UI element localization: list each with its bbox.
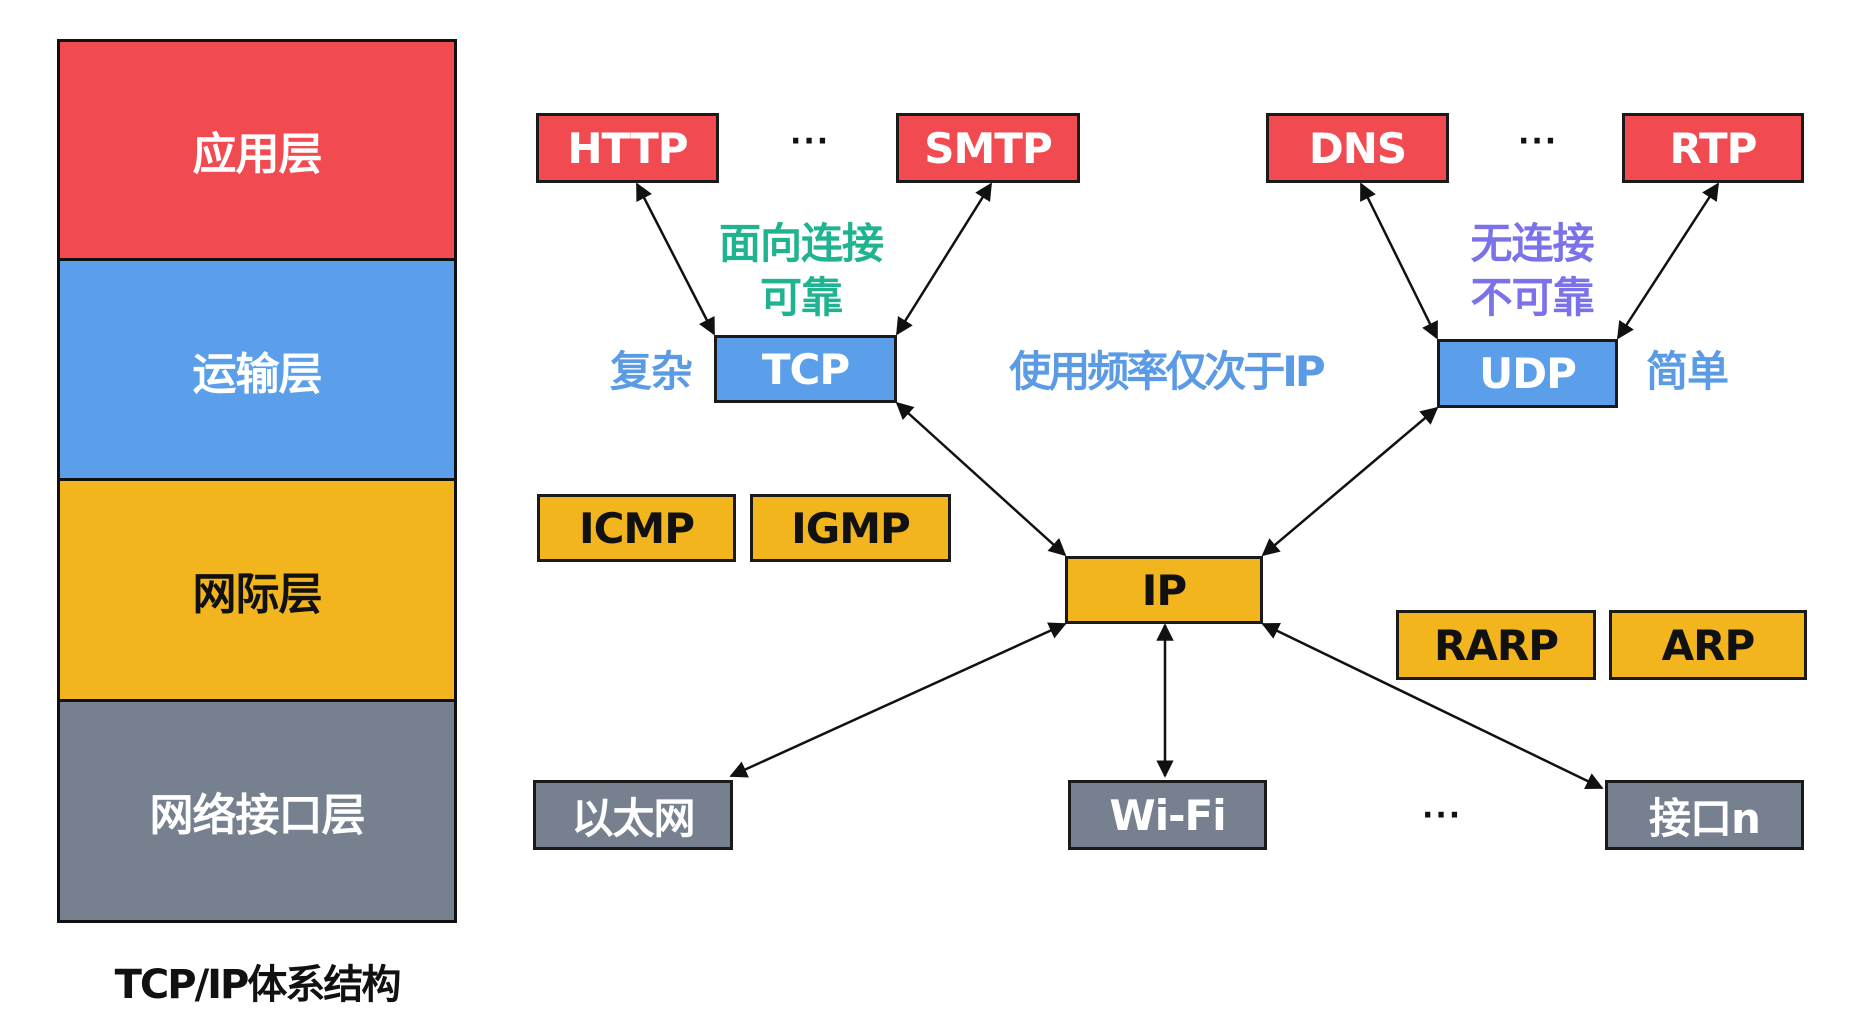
protocol-igmp: IGMP bbox=[750, 494, 951, 562]
protocol-smtp: SMTP bbox=[896, 113, 1080, 183]
tcp-annotation-complex: 复杂 bbox=[609, 347, 693, 396]
protocol-rarp-label: RARP bbox=[1434, 620, 1559, 670]
layer-application: 应用层 bbox=[57, 39, 457, 261]
protocol-rtp-label: RTP bbox=[1669, 123, 1758, 173]
layer-network-interface-label: 网络接口层 bbox=[149, 790, 366, 841]
protocol-ip-label: IP bbox=[1141, 565, 1187, 615]
protocol-dns-label: DNS bbox=[1308, 123, 1407, 173]
protocol-icmp-label: ICMP bbox=[578, 503, 695, 553]
arrow-udp-ip bbox=[1261, 406, 1439, 557]
layer-network-interface: 网络接口层 bbox=[57, 702, 457, 923]
protocol-rtp: RTP bbox=[1622, 113, 1804, 183]
protocol-udp-label: UDP bbox=[1479, 349, 1577, 398]
protocol-dns: DNS bbox=[1266, 113, 1449, 183]
layer-transport: 运输层 bbox=[57, 261, 457, 481]
arrow-tcp-ip bbox=[895, 401, 1067, 557]
protocol-rarp: RARP bbox=[1396, 610, 1596, 680]
layer-application-label: 应用层 bbox=[192, 129, 323, 180]
protocol-ip: IP bbox=[1065, 556, 1263, 624]
interface-n-label: 接口n bbox=[1649, 793, 1761, 843]
arrow-ip-interface-n bbox=[1261, 622, 1604, 790]
protocol-igmp-label: IGMP bbox=[791, 503, 911, 553]
interface-ethernet-label: 以太网 bbox=[571, 793, 695, 843]
protocol-arp-label: ARP bbox=[1661, 620, 1756, 670]
ellipsis-app-right: ··· bbox=[1518, 124, 1559, 159]
udp-annotation-connectionless: 无连接 bbox=[1470, 219, 1594, 268]
tcp-annotation-reliable: 可靠 bbox=[759, 273, 843, 322]
interface-n: 接口n bbox=[1605, 780, 1804, 850]
ellipsis-app-left: ··· bbox=[790, 124, 831, 159]
ellipsis-interfaces: ··· bbox=[1422, 798, 1463, 833]
tcp-annotation-connection: 面向连接 bbox=[718, 219, 884, 268]
arrow-http-tcp bbox=[635, 182, 716, 336]
protocol-icmp: ICMP bbox=[537, 494, 736, 562]
interface-wifi-label: Wi-Fi bbox=[1109, 790, 1226, 840]
arrow-rtp-udp bbox=[1616, 182, 1720, 340]
protocol-udp: UDP bbox=[1437, 339, 1618, 408]
tcp-usage-note: 使用频率仅次于IP bbox=[1009, 347, 1325, 396]
interface-ethernet: 以太网 bbox=[533, 780, 733, 850]
udp-annotation-simple: 简单 bbox=[1645, 347, 1729, 396]
protocol-http-label: HTTP bbox=[567, 123, 688, 173]
protocol-tcp-label: TCP bbox=[761, 344, 850, 394]
layer-internet: 网际层 bbox=[57, 481, 457, 702]
layer-internet-label: 网际层 bbox=[192, 569, 323, 620]
protocol-smtp-label: SMTP bbox=[924, 123, 1052, 173]
diagram-caption: TCP/IP体系结构 bbox=[114, 962, 402, 1008]
protocol-arp: ARP bbox=[1609, 610, 1807, 680]
arrow-smtp-tcp bbox=[895, 182, 993, 336]
layer-transport-label: 运输层 bbox=[192, 348, 323, 400]
protocol-tcp: TCP bbox=[714, 335, 897, 403]
arrow-dns-udp bbox=[1359, 182, 1439, 340]
interface-wifi: Wi-Fi bbox=[1068, 780, 1267, 850]
protocol-http: HTTP bbox=[536, 113, 719, 183]
arrow-ip-ethernet bbox=[729, 622, 1067, 778]
udp-annotation-unreliable: 不可靠 bbox=[1470, 273, 1594, 322]
